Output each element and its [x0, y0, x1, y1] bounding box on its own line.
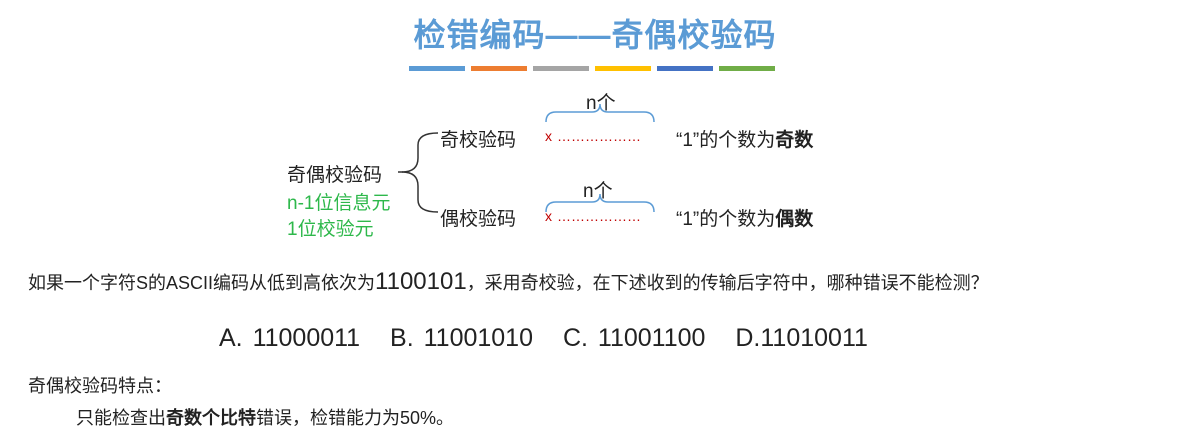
even-dots: ………………: [557, 208, 641, 224]
stripe: [719, 66, 775, 71]
root-label: 奇偶校验码: [287, 165, 383, 186]
features-heading: 奇偶校验码特点：: [28, 376, 172, 396]
page-title: 检错编码——奇偶校验码: [413, 17, 777, 53]
features-detail: 只能检查出奇数个比特错误，检错能力为50%。: [76, 404, 454, 430]
stripe: [471, 66, 527, 71]
odd-n-label: n个: [586, 93, 616, 114]
odd-desc-bold: 奇数: [775, 130, 814, 151]
info-bits-label: n-1位信息元: [287, 193, 391, 214]
option-a: A. 11000011: [219, 324, 361, 352]
stripe: [595, 66, 651, 71]
features-bold: 奇数个比特: [166, 408, 256, 428]
even-x-mark: x: [545, 208, 552, 224]
odd-check-label: 奇校验码: [440, 130, 517, 151]
even-desc-bold: 偶数: [775, 209, 814, 230]
option-c: C. 11001100: [562, 324, 706, 352]
stripe: [657, 66, 713, 71]
even-desc-prefix: “1”的个数为: [676, 209, 776, 230]
title-underline-stripes: [409, 66, 775, 71]
answer-options: A. 11000011 B. 11001010 C. 11001100 D.11…: [219, 324, 888, 353]
odd-dots: ………………: [557, 128, 641, 144]
odd-desc-prefix: “1”的个数为: [676, 130, 776, 151]
question-text: 如果一个字符S的ASCII编码从低到高依次为1100101，采用奇校验，在下述收…: [28, 268, 989, 296]
option-b: B. 11001010: [390, 324, 533, 352]
question-part1: 如果一个字符S的ASCII编码从低到高依次为: [28, 273, 376, 293]
root-brace: [401, 132, 439, 213]
stripe: [533, 66, 589, 71]
even-desc: “1”的个数为偶数: [676, 204, 813, 231]
odd-top-brace: [545, 103, 655, 123]
even-check-label: 偶校验码: [440, 209, 517, 230]
even-n-label: n个: [583, 181, 613, 202]
features-suffix: 错误，检错能力为50%。: [256, 408, 455, 428]
option-d: D.11010011: [735, 324, 868, 352]
features-prefix: 只能检查出: [76, 408, 166, 428]
odd-desc: “1”的个数为奇数: [676, 125, 813, 152]
stripe: [409, 66, 465, 71]
question-code: 1100101: [375, 268, 467, 295]
question-part2: ，采用奇校验，在下述收到的传输后字符中，哪种错误不能检测？: [466, 273, 989, 293]
odd-x-mark: x: [545, 128, 552, 144]
even-top-brace: [545, 193, 655, 213]
check-bit-label: 1位校验元: [287, 219, 374, 240]
